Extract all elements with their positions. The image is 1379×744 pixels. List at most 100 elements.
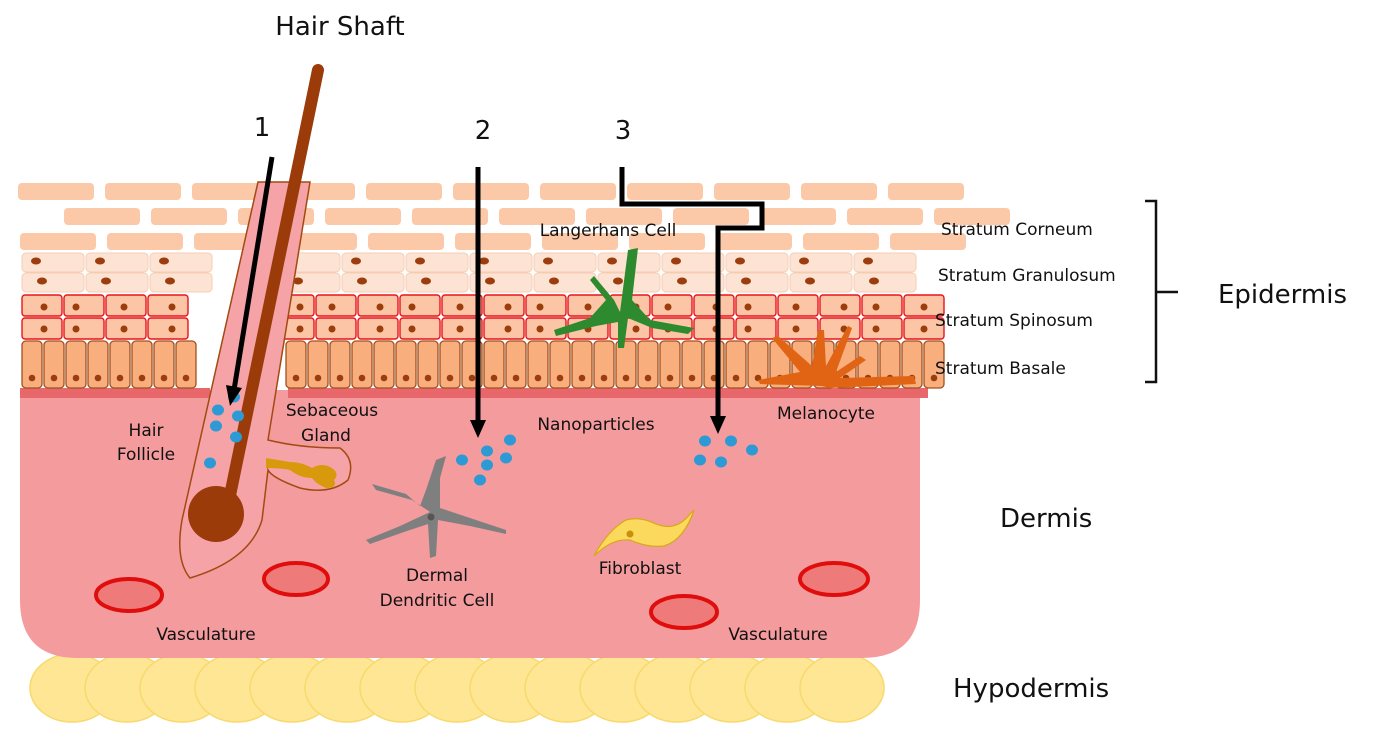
spinosum-cell [735,294,777,317]
corneum-cell [368,233,444,250]
nucleus [688,374,696,382]
dermis-label: Dermis [1000,504,1092,534]
nucleus [168,325,176,333]
nucleus [72,374,80,382]
corneum-cell [629,233,705,250]
nucleus [296,303,304,311]
dendritic-nucleus [427,513,435,521]
spinosum-cell [861,294,903,317]
nucleus [424,374,432,382]
nucleus [799,257,809,265]
nanoparticle [456,454,468,466]
nucleus [869,277,879,285]
basale-cell [923,340,945,389]
nucleus [40,325,48,333]
nucleus [744,303,752,311]
stratum-corneum-cells [18,183,1010,250]
corneum-cell [542,233,618,250]
nucleus [182,374,190,382]
granulosum-cell [341,272,405,293]
basale-cell [329,340,351,389]
nucleus [296,325,304,333]
corneum-cell [455,233,531,250]
blood-vessel [262,561,330,597]
nucleus [536,303,544,311]
nucleus [380,374,388,382]
nucleus [292,374,300,382]
nucleus [28,374,36,382]
granulosum-cell [149,272,213,293]
granulosum-cell [149,252,213,273]
nucleus [504,303,512,311]
corneum-cell [714,183,790,200]
blood-vessel [94,577,164,613]
stratum-spinosum-cells [21,294,945,340]
blood-vessel [798,561,870,597]
basale-cell [659,340,681,389]
nucleus [805,277,815,285]
spinosum-cell [861,317,903,340]
nucleus [741,277,751,285]
corneum-cell [888,183,964,200]
basale-cell [505,340,527,389]
basale-cell [549,340,571,389]
nucleus [116,374,124,382]
nanoparticle [204,457,216,469]
nucleus [408,303,416,311]
nucleus [613,277,623,285]
corneum-cell [412,208,488,225]
nucleus [120,325,128,333]
nucleus [159,257,169,265]
corneum-cell [64,208,140,225]
corneum-cell [325,208,401,225]
corneum-cell [801,183,877,200]
nucleus [677,277,687,285]
corneum-cell [586,208,662,225]
nucleus [536,325,544,333]
spinosum-cell [315,317,357,340]
stratum-granulosum-label: Stratum Granulosum [938,266,1116,286]
nucleus [735,257,745,265]
corneum-cell [890,233,966,250]
nanoparticle [232,410,244,422]
granulosum-cell [85,252,149,273]
corneum-cell [366,183,442,200]
granulosum-cell [725,252,789,273]
corneum-cell [847,208,923,225]
basale-cell [21,340,43,389]
langerhans-cell-icon [554,248,694,348]
nucleus [644,374,652,382]
nucleus [95,257,105,265]
nucleus [872,303,880,311]
corneum-cell [627,183,703,200]
basale-cell [417,340,439,389]
basale-cell [87,340,109,389]
epidermis-bracket [1145,199,1178,384]
spinosum-cell [399,317,441,340]
sebaceous-gland-label-line1: Sebaceous [286,401,378,421]
fibroblast-icon [593,509,695,557]
nanoparticle [699,435,711,447]
nucleus [622,374,630,382]
basale-cell [637,340,659,389]
granulosum-cell [789,252,853,273]
granulosum-cell [469,272,533,293]
hair-shaft-label: Hair Shaft [275,12,404,42]
nanoparticle-clusters [204,391,758,486]
spinosum-cell [483,294,525,317]
basement-membrane [20,388,210,398]
melanocyte-icon [758,326,916,388]
spinosum-cell [819,317,861,340]
nucleus [376,303,384,311]
nanoparticle [694,454,706,466]
basale-cell [43,340,65,389]
granulosum-cell [853,272,917,293]
nucleus [402,374,410,382]
langerhans-cell-label: Langerhans Cell [540,221,677,241]
nucleus [930,374,938,382]
basale-cell [681,340,703,389]
nucleus [31,257,41,265]
nucleus [792,325,800,333]
route-2-arrowhead [470,420,486,438]
nucleus [314,374,322,382]
